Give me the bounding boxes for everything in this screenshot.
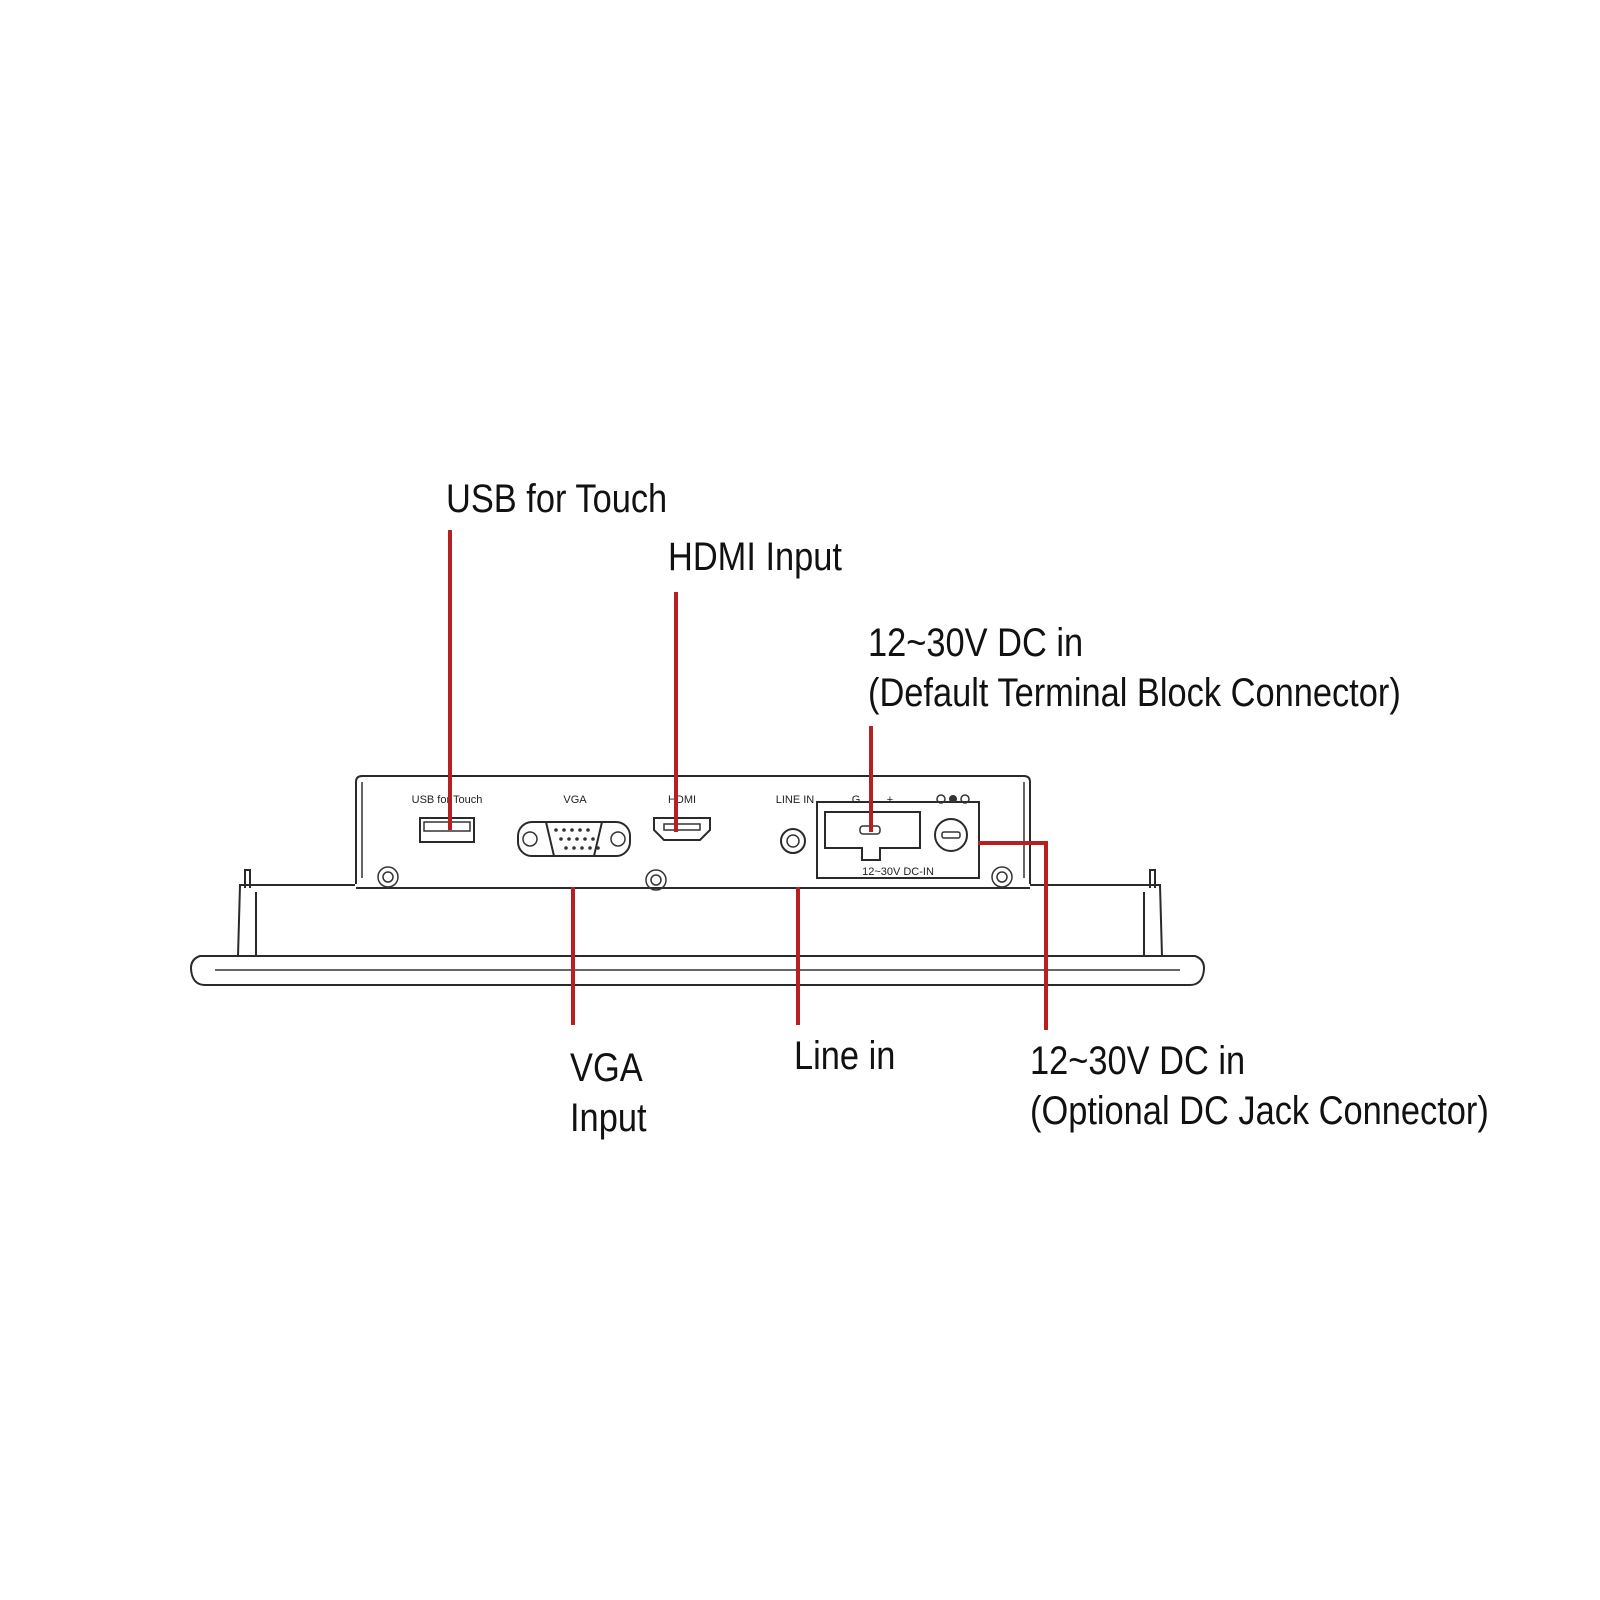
screw-center — [645, 869, 667, 891]
vga-pin — [572, 846, 576, 850]
callout-vga-line1: VGA — [570, 1046, 643, 1090]
vga-port — [517, 821, 631, 857]
vga-pin — [580, 846, 584, 850]
callout-dc-jack-line1: 12~30V DC in — [1030, 1039, 1246, 1083]
panel-label-terminal-plus: + — [887, 794, 893, 806]
callout-line-in-text: Line in — [794, 1034, 896, 1078]
callout-usb-text: USB for Touch — [446, 477, 668, 521]
line-in-jack — [780, 828, 806, 854]
panel-label-vga: VGA — [563, 794, 587, 806]
panel-label-line-in: LINE IN — [776, 794, 815, 806]
panel-label-dc-in: 12~30V DC-IN — [862, 866, 934, 878]
leader-dc-jack — [978, 841, 1048, 1030]
screw-right — [991, 866, 1013, 888]
callout-vga-input: VGA Input — [570, 1043, 647, 1143]
callout-dc-jack: 12~30V DC in (Optional DC Jack Connector… — [1030, 1036, 1489, 1136]
vga-pin — [567, 837, 571, 841]
io-panel — [355, 775, 1031, 889]
terminal-block — [816, 801, 980, 879]
panel-label-terminal-g: G — [852, 794, 861, 806]
vga-pin — [570, 828, 574, 832]
callout-dc-terminal-line2: (Default Terminal Block Connector) — [868, 671, 1401, 715]
vga-pin — [559, 837, 563, 841]
vga-pin — [564, 846, 568, 850]
callout-dc-terminal: 12~30V DC in (Default Terminal Block Con… — [868, 618, 1401, 718]
callout-vga-line2: Input — [570, 1096, 647, 1140]
screw-left — [377, 866, 399, 888]
vga-pin — [575, 837, 579, 841]
vga-pin — [596, 846, 600, 850]
vga-pin — [586, 828, 590, 832]
hdmi-port — [653, 817, 711, 841]
vga-pin — [583, 837, 587, 841]
callout-dc-jack-line2: (Optional DC Jack Connector) — [1030, 1089, 1489, 1133]
callout-line-in: Line in — [794, 1031, 895, 1081]
vga-pin — [554, 828, 558, 832]
panel-label-usb: USB for Touch — [412, 794, 483, 806]
panel-label-hdmi: HDMI — [668, 794, 696, 806]
vga-pin — [578, 828, 582, 832]
vga-pin — [591, 837, 595, 841]
vga-pin — [562, 828, 566, 832]
callout-hdmi-input: HDMI Input — [668, 532, 842, 582]
callout-hdmi-text: HDMI Input — [668, 535, 842, 579]
polarity-icon — [936, 794, 970, 804]
callout-dc-terminal-line1: 12~30V DC in — [868, 621, 1084, 665]
callout-usb-for-touch: USB for Touch — [446, 474, 667, 524]
usb-port — [419, 817, 475, 843]
dc-jack — [934, 794, 970, 852]
vga-pin — [588, 846, 592, 850]
display-bezel — [190, 869, 1205, 986]
